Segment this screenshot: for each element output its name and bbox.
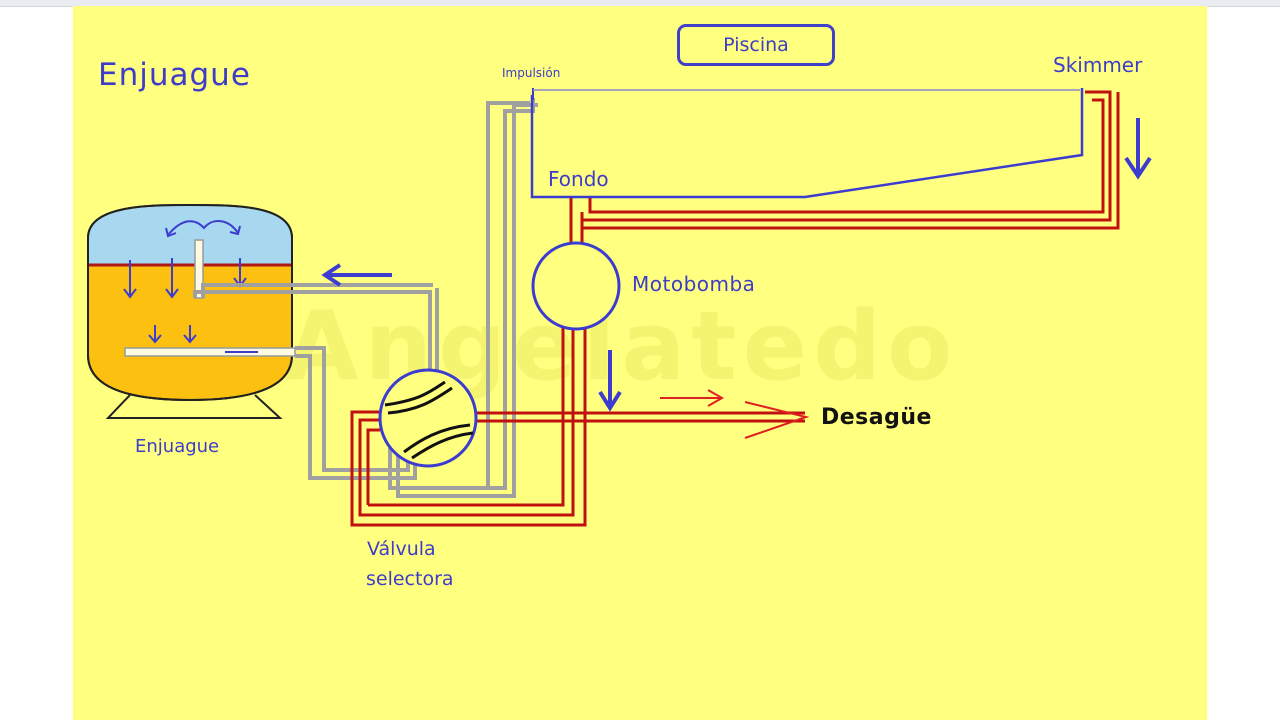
blue-pipes bbox=[530, 88, 1084, 199]
pump-label: Motobomba bbox=[632, 272, 756, 296]
impulsion-inlet bbox=[532, 88, 1080, 100]
flow-arrow-left bbox=[321, 263, 392, 287]
valve-label-line2: selectora bbox=[366, 568, 454, 590]
discharge-inlet-label: Impulsión bbox=[502, 66, 561, 80]
skimmer-label: Skimmer bbox=[1053, 53, 1143, 77]
pool-box: Piscina bbox=[677, 24, 835, 66]
pool-label: Piscina bbox=[723, 34, 789, 56]
pump-circle bbox=[531, 241, 621, 331]
selector-valve bbox=[378, 368, 478, 468]
valve-label-line1: Válvula bbox=[367, 538, 436, 560]
drain-label: Desagüe bbox=[821, 405, 932, 430]
flow-arrow-down-pump bbox=[598, 350, 622, 412]
diagram-title: Enjuague bbox=[98, 57, 251, 93]
drain-arrow bbox=[660, 389, 810, 439]
red-pipes bbox=[350, 90, 1120, 527]
flow-arrow-down-skimmer bbox=[1124, 118, 1152, 180]
sand-filter-tank bbox=[87, 203, 296, 419]
filter-caption: Enjuague bbox=[135, 436, 220, 457]
bottom-drain-label: Fondo bbox=[548, 167, 609, 191]
watermark: Angelatedo bbox=[285, 292, 959, 402]
